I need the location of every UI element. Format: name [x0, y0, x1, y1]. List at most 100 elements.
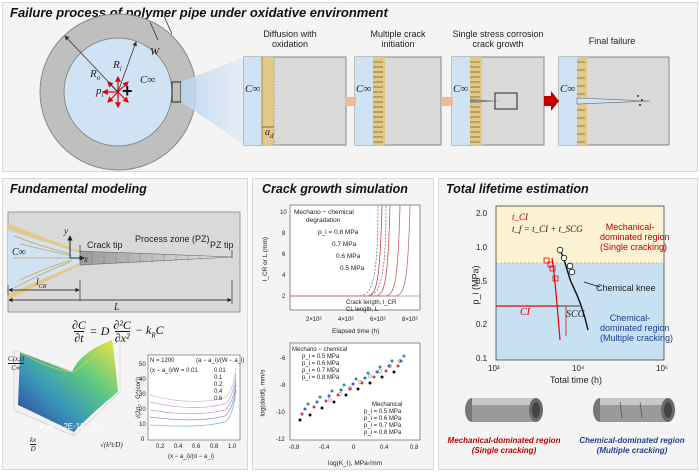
upper-pressure-0: p_i = 0.8 MPa [318, 229, 359, 236]
curves-ytick-4: 40 [139, 377, 146, 383]
multiscale-curve-plot [147, 354, 241, 441]
surface-z-label: C(x,t)C∞ [8, 355, 25, 372]
region-mech-text: Mechanical-dominated region(Single crack… [600, 222, 670, 252]
lifetime-xtick-0: 10³ [488, 364, 500, 373]
chem-region-caption: Chemical-dominated region(Multiple crack… [579, 436, 685, 455]
zoom-cone [181, 57, 245, 145]
lcr-label: lCR [36, 277, 47, 291]
svg-text:+: + [122, 81, 133, 101]
lower-m-3: p_i = 0.8 MPa [364, 430, 402, 436]
stage-arrow-2 [441, 97, 453, 106]
lower-mech-points [328, 359, 402, 402]
legend-tf: t_f = t_CI + t_SCG [512, 224, 583, 234]
surface-y-label: √(k²t/D) [100, 441, 123, 449]
curves-ytick-2: 20 [139, 407, 146, 413]
curves-xtick-3: 0.8 [210, 444, 219, 450]
lower-ytick-2: -8 [280, 383, 286, 389]
inner-radius-line [117, 41, 137, 93]
curves-legend-2: 0.2 [214, 382, 223, 388]
stage-1-c-inf: C∞ [245, 83, 261, 95]
crack-tip-label: Crack tip [87, 240, 123, 250]
lower-mc-3: p_i = 0.8 MPa [302, 375, 340, 381]
lifetime-xtick-2: 10⁵ [656, 364, 669, 373]
upper-pressure-1: 0.7 MPa [332, 241, 357, 248]
lower-m-0: p_i = 0.5 MPa [364, 409, 402, 415]
region-chem-text: Chemical-dominated region(Multiple crack… [600, 313, 674, 343]
crack-opening [8, 230, 80, 294]
legend-tci: t_CI [512, 212, 529, 222]
curves-legend-1: 0.1 [214, 375, 223, 381]
curves-legend-3: 0.4 [214, 389, 223, 395]
label-Ri: Ri [113, 59, 122, 74]
curves-xtick-4: 1.0 [228, 444, 237, 450]
upper-xtick-1: 4×10³ [338, 317, 354, 323]
mech-region-caption: Mechanical-dominated region(Single crack… [447, 436, 561, 455]
lifetime-ytick-2: 0.5 [476, 277, 488, 286]
curves-ytick-5: 50 [139, 362, 146, 368]
lifetime-ytick-3: 0.2 [476, 320, 488, 329]
axis-x-label: x [84, 254, 88, 264]
curves-xtick-1: 0.4 [174, 444, 183, 450]
lower-legend-m: Mechanical [372, 402, 403, 408]
upper-plot-area [289, 204, 421, 311]
upper-xtick-3: 8×10³ [402, 317, 418, 323]
tf-points [556, 246, 576, 276]
lower-xtick-3: 0.4 [380, 445, 389, 451]
upper-pressure-3: 0.5 MPa [340, 265, 365, 272]
lower-xtick-0: -0.8 [289, 445, 300, 451]
stage-4-caption: Final failure [588, 36, 636, 46]
stage-4-c-inf: C∞ [560, 83, 576, 95]
stage-arrow-3 [544, 91, 559, 111]
modeling-title: Fundamental modeling [10, 182, 147, 196]
pz-tip-label: PZ tip [210, 240, 234, 250]
lower-ytick-1: -10 [276, 410, 285, 416]
lower-mc-0: p_i = 0.5 MPa [302, 354, 340, 360]
upper-legend-bottom-2: CL length, L [346, 307, 379, 313]
concentration-surface [13, 339, 121, 437]
curves-ytick-1: 10 [139, 422, 146, 428]
stage-arrow-1 [345, 97, 356, 106]
curves-legend-0: 0.01 [214, 368, 226, 374]
curves-ratio-label: (x − a_i)/W = 0.01 [150, 368, 198, 374]
top-diagram: + [39, 13, 670, 171]
outer-radius-line [64, 35, 119, 93]
curves-n-label: N = 1200 [150, 358, 175, 364]
lower-plot-area [289, 342, 421, 441]
label-Ro: Ro [90, 68, 101, 83]
lower-m-1: p_i = 0.6 MPa [364, 416, 402, 422]
upper-xtick-0: 2×10³ [306, 317, 322, 323]
curves-ytick-3: 30 [139, 392, 146, 398]
upper-xtick-2: 6×10³ [370, 317, 386, 323]
curves-xtick-2: 0.6 [192, 444, 201, 450]
single-crack-pipe [465, 398, 543, 422]
process-zone-label: Process zone (PZ) [135, 234, 210, 244]
upper-ytick-3: 8 [282, 231, 286, 237]
upper-ytick-0: 2 [282, 294, 286, 300]
label-c-inf-pipe: C∞ [140, 74, 156, 86]
multiple-crack-pipe [593, 398, 675, 422]
upper-ytick-1: 4 [282, 273, 286, 279]
lower-xtick-4: 0.8 [410, 445, 419, 451]
curves-legend-4: 0.6 [214, 396, 223, 402]
oxidized-layer [8, 224, 80, 300]
pressure-arrows [101, 75, 129, 109]
upper-legend-title-1: Mechano − chemical [294, 209, 354, 216]
lifetime-xlabel: Total time (h) [550, 375, 603, 385]
lower-xtick-1: -0.4 [319, 445, 330, 451]
region-mechanical [496, 206, 664, 263]
lower-mc-2: p_i = 0.7 MPa [302, 368, 340, 374]
region-chemical [496, 263, 664, 360]
scg-label: SCG [566, 309, 585, 320]
upper-pressure-2: 0.6 MPa [336, 253, 361, 260]
c-inf-label-crack: C∞ [12, 247, 26, 258]
ci-label: CI [520, 307, 530, 318]
lower-mc-points [298, 354, 406, 422]
